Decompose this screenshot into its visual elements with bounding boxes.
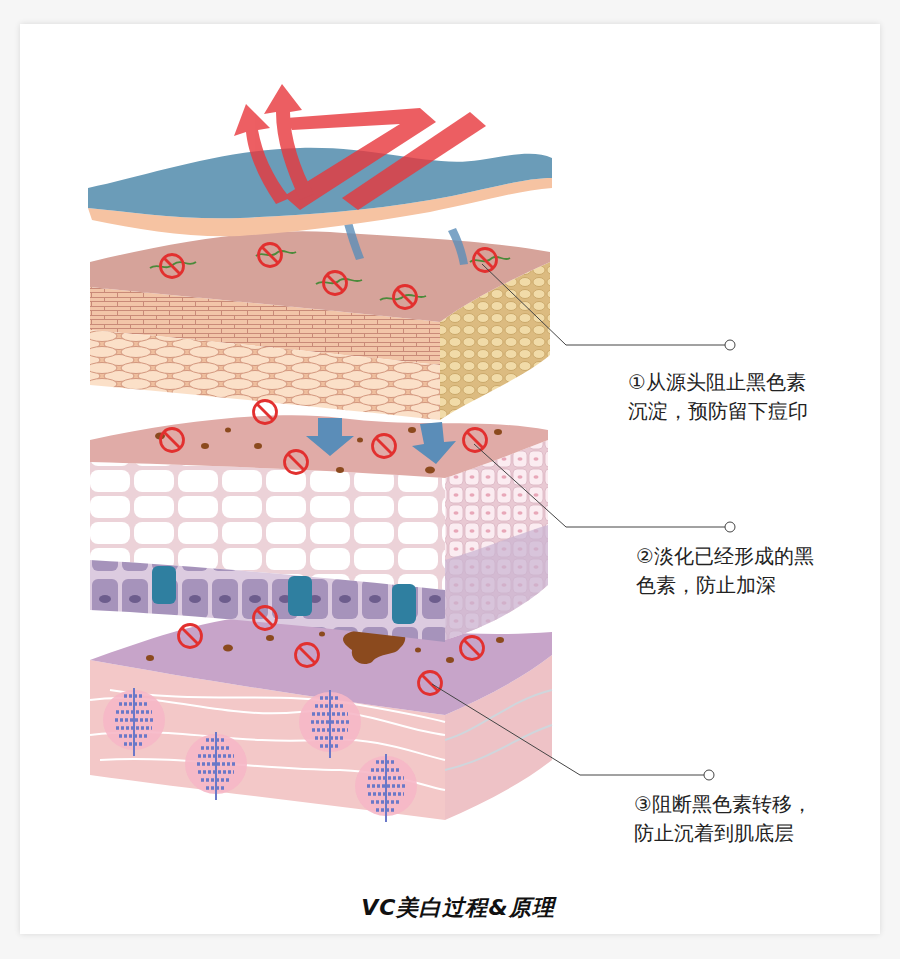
prohibit-sign [285,451,308,474]
melanin-dot [494,429,502,435]
dermis-layer [103,688,165,756]
prohibit-sign [296,644,319,667]
diagram-title: VC美白过程&原理 [361,893,554,923]
leader-line [432,264,735,780]
fibre [150,251,510,300]
melanin-dot [223,645,233,652]
leader-line [704,770,714,780]
upper-layer [90,231,550,322]
melanin-dot [319,632,325,637]
melanin-dot [254,443,262,449]
leader-line [725,522,735,532]
callout-text: ②淡化已经形成的黑 色素，防止加深 [636,542,826,600]
melanin-dot [408,427,416,433]
prohibit-sign [179,625,202,648]
melanin-dot [225,428,231,433]
dermis-layer [355,754,417,822]
melanin-dot [425,467,435,474]
prohibit-sign [254,607,277,630]
prohibit-sign [461,637,484,660]
melanin-dot [415,648,421,653]
prohibit-sign [254,401,277,424]
melanin-dot [146,427,504,663]
peel-arrow [234,84,486,210]
flow-arrow [306,222,468,464]
peel-arrow [234,104,290,204]
flow-arrow [306,418,354,456]
prohibit-sign [394,286,417,309]
prohibit-sign [161,255,184,278]
melanin-dot [446,657,454,663]
prohibit-sign [324,272,347,295]
prohibit-sign [161,244,497,695]
leader-line [725,340,735,350]
epidermis-layer [288,576,312,616]
prohibit-sign [464,429,487,452]
epidermis-layer [445,525,548,640]
melanin-dot [496,637,504,643]
peel-arrow [342,112,486,210]
flow-arrow [412,422,456,464]
callout-text: ①从源头阻止黑色素 沉淀，预防留下痘印 [628,368,818,426]
prohibit-sign [373,435,396,458]
epidermis-layer [152,566,176,604]
upper-layer [90,231,550,420]
prohibit-sign [259,244,282,267]
leader-line [482,264,725,345]
epidermis-layer [90,415,548,478]
melanin-dot [266,635,274,641]
dermis-layer [90,615,552,822]
dermis-layer [299,690,361,758]
melanin-dot [146,655,154,661]
epidermis-layer [392,584,416,624]
melanin-dot [201,443,209,449]
prohibit-sign [474,249,497,272]
melanin-dot [357,438,363,443]
callout-text: ③阻断黑色素转移， 防止沉着到肌底层 [634,790,824,848]
dermis-layer [185,732,247,800]
fibre [256,251,296,256]
fibre [470,257,510,262]
epidermis-layer [90,560,445,642]
leader-line [432,684,704,775]
prohibit-sign [419,672,442,695]
prohibit-sign [161,429,184,452]
flow-arrow [344,222,364,260]
upper-layer [90,330,440,420]
leader-line [474,444,725,527]
flow-arrow [448,228,468,265]
melanin-dot [336,467,344,473]
